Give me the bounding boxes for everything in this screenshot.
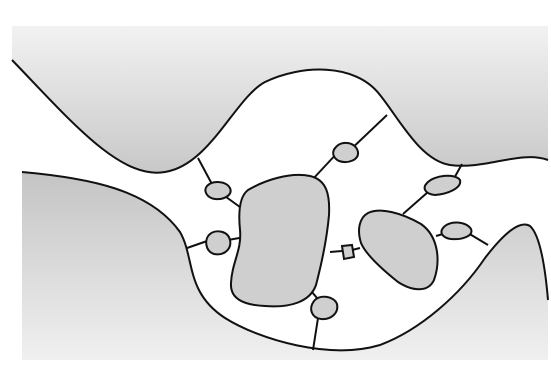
small-particle-1[interactable]	[205, 182, 230, 199]
small-particle-3[interactable]	[333, 143, 358, 162]
small-particle-7[interactable]	[311, 297, 337, 319]
small-particle-4[interactable]	[425, 176, 461, 195]
large-particle-right[interactable]	[359, 211, 437, 290]
small-particle-2[interactable]	[206, 231, 230, 254]
small-particle-5[interactable]	[342, 245, 354, 259]
small-particle-6[interactable]	[441, 222, 471, 239]
upper-grain	[12, 26, 548, 173]
large-particle-left[interactable]	[231, 175, 329, 306]
